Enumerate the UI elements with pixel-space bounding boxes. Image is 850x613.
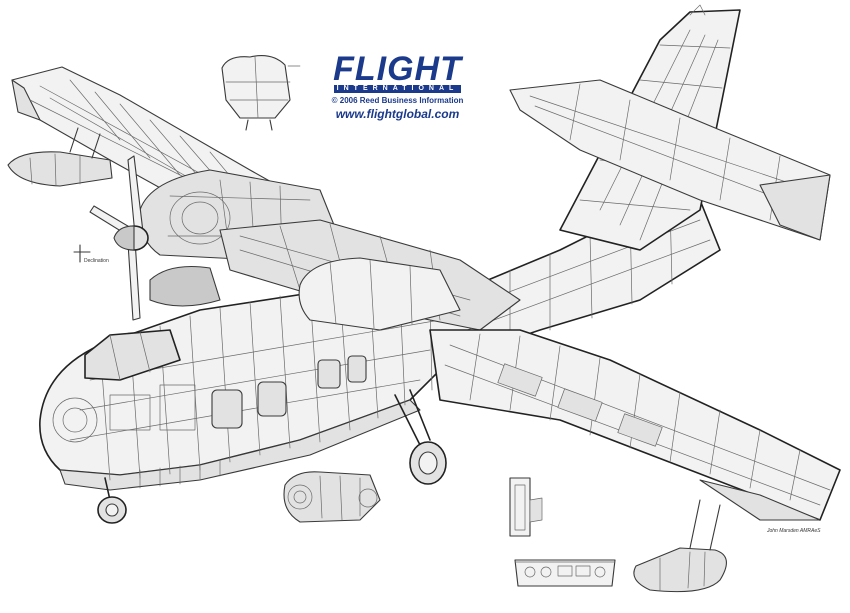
- engine-detail: [283, 471, 381, 523]
- logo-wordmark: FLIGHT: [333, 50, 462, 88]
- instrument-panel-inset: [514, 559, 616, 587]
- center-wing-structure: [219, 219, 521, 331]
- website-link[interactable]: www.flightglobal.com: [335, 107, 460, 121]
- copyright-text: © 2006 Reed Business Information: [331, 96, 464, 105]
- declination-mark: [73, 244, 91, 263]
- artist-credit: John Marsden AMRAeS: [767, 528, 821, 534]
- nose-landing-gear: [97, 477, 127, 524]
- flap-detail-inset: [509, 477, 543, 537]
- propeller: [89, 155, 149, 321]
- water-tank-detail: [221, 55, 301, 131]
- declination-label: Declination: [84, 258, 109, 264]
- logo-subtitle: INTERNATIONAL: [334, 85, 461, 93]
- main-landing-gear: [394, 389, 447, 485]
- right-wing: [429, 329, 841, 593]
- flight-logo: FLIGHT INTERNATIONAL © 2006 Reed Busines…: [330, 50, 465, 121]
- tail-section: [509, 4, 831, 251]
